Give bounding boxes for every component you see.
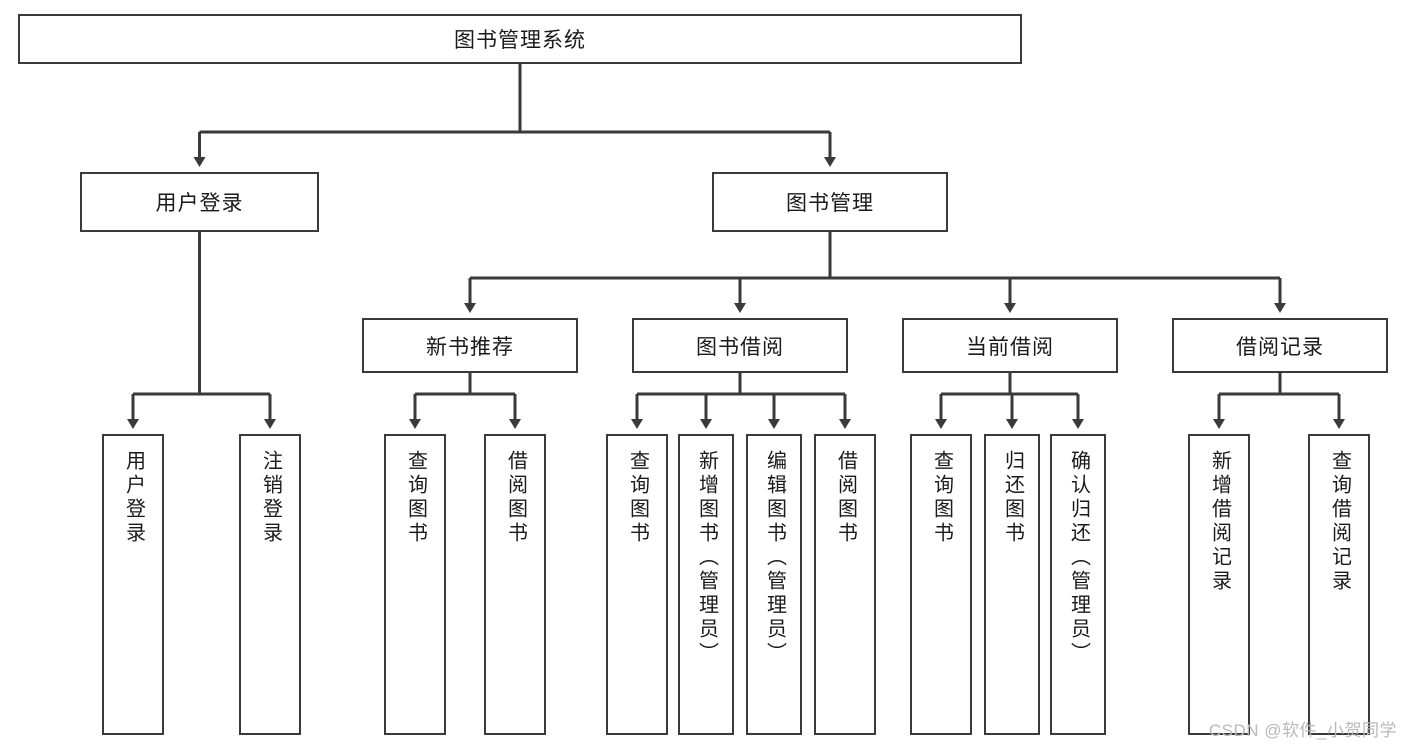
node-label: 图书借阅	[696, 335, 784, 359]
node-label: 新书推荐	[426, 335, 514, 359]
node-label: 借阅图书	[504, 450, 527, 546]
node-label: 新增图书（管理员）	[695, 450, 718, 666]
node-borrow-record[interactable]: 借阅记录	[1172, 318, 1388, 373]
leaf-leaf-borrow-book-1[interactable]: 借阅图书	[484, 434, 546, 735]
node-new-book-recommend[interactable]: 新书推荐	[362, 318, 578, 373]
leaf-leaf-user-login[interactable]: 用户登录	[102, 434, 164, 735]
leaf-leaf-query-book-1[interactable]: 查询图书	[384, 434, 446, 735]
leaf-leaf-query-book-3[interactable]: 查询图书	[910, 434, 972, 735]
leaf-leaf-borrow-book-2[interactable]: 借阅图书	[814, 434, 876, 735]
node-label: 查询借阅记录	[1328, 450, 1351, 594]
node-label: 归还图书	[1001, 450, 1024, 546]
node-label: 新增借阅记录	[1208, 450, 1231, 594]
leaf-leaf-add-book[interactable]: 新增图书（管理员）	[678, 434, 734, 735]
node-label: 编辑图书（管理员）	[763, 450, 786, 666]
node-root[interactable]: 图书管理系统	[18, 14, 1022, 64]
node-label: 图书管理系统	[454, 29, 586, 52]
watermark-label: CSDN @软件_小贺同学	[1208, 721, 1397, 740]
leaf-leaf-confirm-return[interactable]: 确认归还（管理员）	[1050, 434, 1106, 735]
node-label: 查询图书	[404, 450, 427, 546]
leaf-leaf-user-logout[interactable]: 注销登录	[239, 434, 301, 735]
node-label: 注销登录	[259, 450, 282, 546]
node-book-manage[interactable]: 图书管理	[712, 172, 948, 232]
leaf-leaf-query-record[interactable]: 查询借阅记录	[1308, 434, 1370, 735]
node-book-borrow[interactable]: 图书借阅	[632, 318, 848, 373]
node-label: 确认归还（管理员）	[1067, 450, 1090, 666]
leaf-leaf-edit-book[interactable]: 编辑图书（管理员）	[746, 434, 802, 735]
node-current-borrow[interactable]: 当前借阅	[902, 318, 1118, 373]
node-label: 查询图书	[626, 450, 649, 546]
node-user-login[interactable]: 用户登录	[80, 172, 319, 232]
node-label: 当前借阅	[966, 335, 1054, 359]
node-label: 查询图书	[930, 450, 953, 546]
node-label: 用户登录	[122, 450, 145, 546]
leaf-leaf-query-book-2[interactable]: 查询图书	[606, 434, 668, 735]
node-label: 借阅记录	[1236, 335, 1324, 359]
node-label: 借阅图书	[834, 450, 857, 546]
leaf-leaf-add-record[interactable]: 新增借阅记录	[1188, 434, 1250, 735]
node-label: 图书管理	[786, 192, 874, 215]
node-label: 用户登录	[155, 192, 244, 215]
leaf-leaf-return-book[interactable]: 归还图书	[984, 434, 1040, 735]
